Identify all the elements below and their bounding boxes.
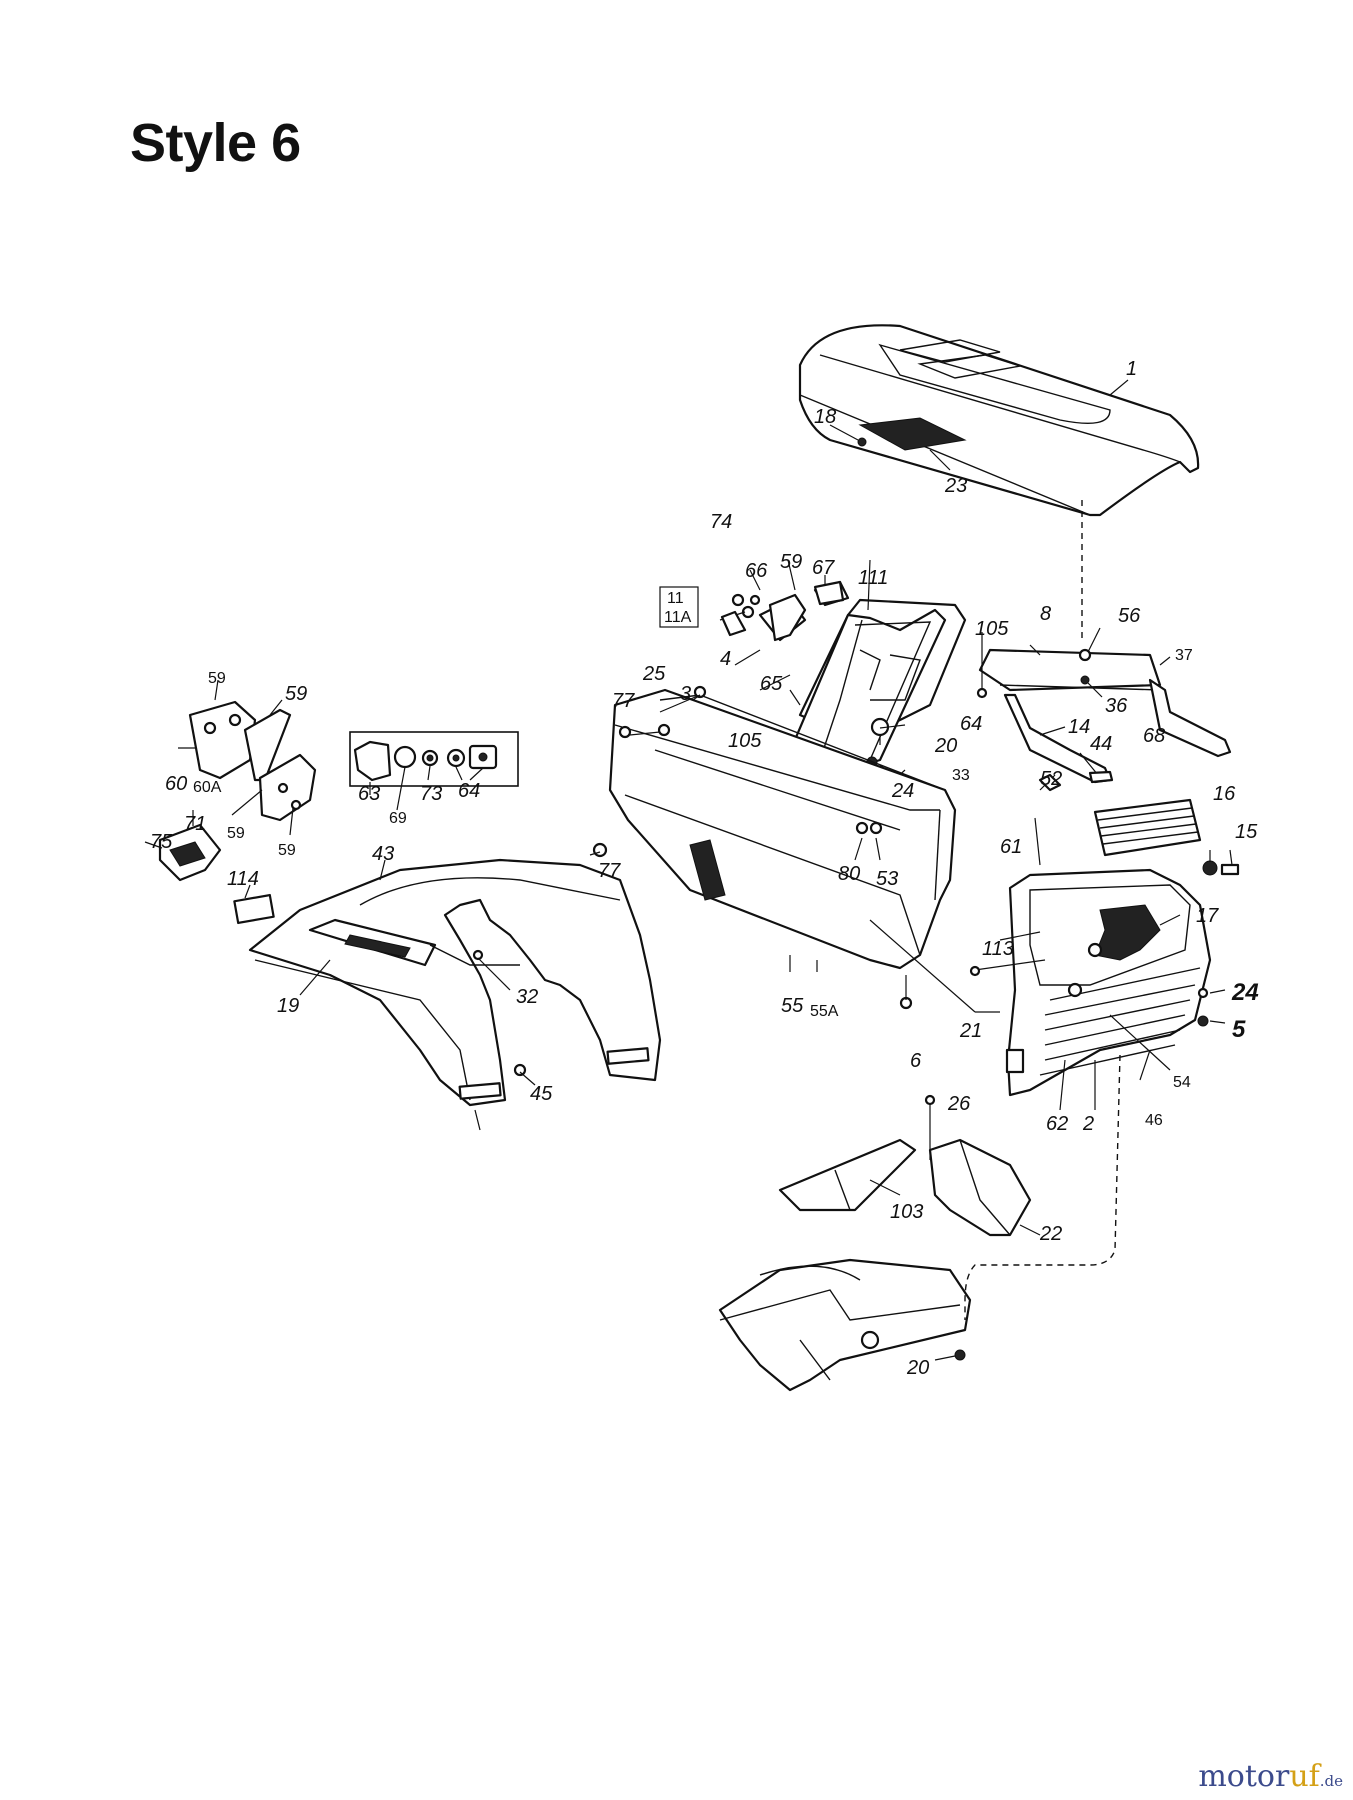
callout-55a: 55A: [810, 1003, 839, 1020]
callout-105-b: 105: [728, 730, 762, 752]
callout-17: 17: [1196, 905, 1219, 927]
callout-18: 18: [814, 406, 836, 428]
callout-64-b: 64: [458, 780, 480, 802]
callout-80: 80: [838, 863, 860, 885]
callout-24-a: 24: [891, 780, 914, 802]
callout-59-e: 59: [278, 842, 296, 859]
callout-24-b: 24: [1231, 979, 1259, 1006]
callout-103: 103: [890, 1201, 923, 1223]
callout-33: 33: [952, 767, 970, 784]
hood-part: [798, 324, 1200, 517]
callout-74: 74: [710, 511, 732, 533]
callout-25: 25: [642, 663, 666, 685]
callout-15: 15: [1235, 821, 1258, 843]
callout-36: 36: [1105, 695, 1128, 717]
callout-59-b: 59: [208, 670, 226, 687]
callout-73: 73: [420, 783, 442, 805]
callout-71: 71: [184, 813, 206, 835]
callout-54: 54: [1173, 1074, 1191, 1091]
callout-6: 6: [910, 1050, 922, 1072]
callout-5: 5: [1232, 1016, 1246, 1043]
callout-75: 75: [150, 831, 173, 853]
callout-8: 8: [1040, 603, 1051, 625]
callout-61: 61: [1000, 836, 1022, 858]
callout-66: 66: [745, 560, 768, 582]
callout-52: 52: [1040, 768, 1062, 790]
front-grille-housing: [1006, 868, 1212, 1097]
callout-16: 16: [1213, 783, 1236, 805]
callout-23: 23: [944, 475, 967, 497]
callout-63: 63: [358, 783, 380, 805]
callout-69: 69: [389, 810, 407, 827]
callout-53: 53: [876, 868, 898, 890]
callout-44: 44: [1090, 733, 1112, 755]
callout-59-d: 59: [227, 825, 245, 842]
seat-switch: [158, 823, 222, 882]
callout-65: 65: [760, 673, 783, 695]
callout-113: 113: [982, 938, 1014, 960]
fender-part: [248, 858, 662, 1107]
ignition-switch-group: [349, 731, 519, 787]
callout-45: 45: [530, 1083, 553, 1105]
callout-37: 37: [1175, 647, 1193, 664]
callout-11: 11: [667, 590, 684, 607]
callout-11a: 11A: [664, 609, 692, 626]
callout-60a: 60A: [193, 779, 222, 796]
callout-43: 43: [372, 843, 394, 865]
pedal-bracket: [188, 700, 317, 822]
headlight-lens: [1093, 798, 1202, 857]
callout-68: 68: [1143, 725, 1165, 747]
callout-11-box: [659, 586, 699, 628]
callout-64-a: 64: [960, 713, 982, 735]
callout-4: 4: [720, 648, 731, 670]
callout-2: 2: [1082, 1113, 1094, 1135]
callout-55: 55: [781, 995, 804, 1017]
callout-60: 60: [165, 773, 187, 795]
callout-77-b: 77: [598, 860, 621, 882]
callout-19: 19: [277, 995, 299, 1017]
chassis-frame: [718, 1258, 972, 1392]
callout-26: 26: [947, 1093, 971, 1115]
watermark-logo: motoruf.de: [1198, 1759, 1343, 1794]
callout-46: 46: [1145, 1112, 1163, 1129]
callout-67: 67: [812, 557, 835, 579]
support-bracket: [978, 648, 1232, 784]
callout-59-c: 59: [285, 683, 307, 705]
callout-22: 22: [1039, 1223, 1062, 1245]
callout-62: 62: [1046, 1113, 1068, 1135]
fender-panel-insert: [308, 918, 437, 967]
callout-111: 111: [858, 567, 888, 589]
callout-114: 114: [227, 868, 259, 890]
callout-3: 3: [680, 683, 691, 705]
callout-20-b: 20: [906, 1357, 929, 1379]
callout-105-a: 105: [975, 618, 1009, 640]
callout-77-a: 77: [612, 690, 635, 712]
callout-20-a: 20: [934, 735, 957, 757]
dash-console: [778, 598, 967, 777]
callout-56: 56: [1118, 605, 1141, 627]
page-title: Style 6: [130, 113, 301, 173]
callout-labels: 1 18 23 74 59 67 111 66 11 11A 4 65 8 10…: [150, 358, 1259, 1379]
bottom-bracket: [778, 1138, 1032, 1237]
callout-21: 21: [959, 1020, 982, 1042]
callout-59-top: 59: [780, 551, 802, 573]
callout-14: 14: [1068, 716, 1090, 738]
grille-screen: [858, 417, 967, 451]
callout-1: 1: [1126, 358, 1137, 380]
callout-32: 32: [516, 986, 538, 1008]
